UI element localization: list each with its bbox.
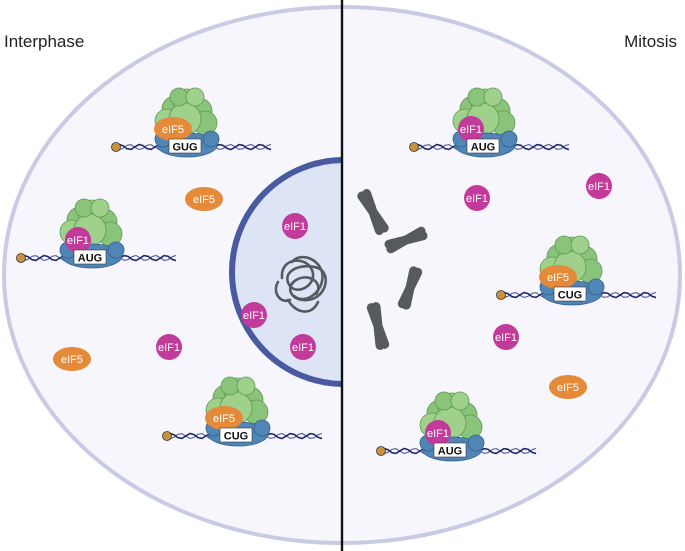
- factor-label: eIF5: [213, 413, 235, 425]
- nucleus: [229, 157, 342, 387]
- factor-label: eIF1: [67, 235, 89, 247]
- mrna-cap: [496, 290, 506, 300]
- start-codon: AUG: [433, 442, 467, 458]
- eif1-bound-factor: eIF1: [65, 227, 91, 253]
- codon-label: CUG: [224, 431, 248, 443]
- svg-text:eIF1: eIF1: [284, 221, 306, 233]
- start-codon: AUG: [73, 249, 107, 265]
- large-ribosomal-subunit: [539, 235, 603, 284]
- eif1-factor: eIF1: [156, 334, 182, 360]
- chromosome: [357, 189, 389, 235]
- svg-text:eIF1: eIF1: [243, 310, 265, 322]
- eif5-bound-factor: eIF5: [539, 265, 577, 289]
- factor-label: eIF5: [547, 272, 569, 284]
- start-codon: AUG: [466, 138, 500, 154]
- start-codon: GUG: [168, 138, 202, 154]
- codon-label: AUG: [78, 253, 102, 265]
- svg-text:eIF1: eIF1: [158, 342, 180, 354]
- mrna-cap: [16, 253, 26, 263]
- eif1-bound-factor: eIF1: [425, 420, 451, 446]
- svg-text:eIF1: eIF1: [495, 332, 517, 344]
- eif1-factor: eIF1: [282, 213, 308, 239]
- eif1-factor: eIF1: [290, 334, 316, 360]
- factor-label: eIF1: [460, 124, 482, 136]
- eif1-factor: eIF1: [586, 173, 612, 199]
- eif1-factor: eIF1: [241, 302, 267, 328]
- eif5-bound-factor: eIF5: [205, 406, 243, 430]
- chromosome: [397, 266, 423, 310]
- mrna-cap: [162, 431, 172, 441]
- eif1-factor: eIF1: [464, 185, 490, 211]
- eif5-factor: eIF5: [53, 347, 91, 371]
- codon-label: AUG: [471, 142, 495, 154]
- factor-label: eIF5: [162, 124, 184, 136]
- eif5-factor: eIF5: [185, 187, 223, 211]
- start-codon: CUG: [553, 286, 587, 302]
- free-factors: eIF5 eIF5 eIF1 eIF1 eIF1 eIF1 eIF1 eIF1 …: [53, 173, 612, 399]
- eif5-factor: eIF5: [549, 375, 587, 399]
- interphase-label: Interphase: [4, 32, 85, 51]
- codon-label: GUG: [172, 142, 197, 154]
- large-ribosomal-subunit: [419, 391, 483, 440]
- svg-text:eIF5: eIF5: [557, 382, 579, 394]
- eif1-factor: eIF1: [493, 324, 519, 350]
- mrna-cap: [111, 142, 121, 152]
- codon-label: CUG: [558, 290, 582, 302]
- mrna-cap: [409, 142, 419, 152]
- codon-label: AUG: [438, 446, 462, 458]
- chromatin: [274, 255, 328, 313]
- mitosis-label: Mitosis: [624, 32, 677, 51]
- svg-text:eIF5: eIF5: [61, 354, 83, 366]
- svg-text:eIF1: eIF1: [466, 193, 488, 205]
- svg-text:eIF5: eIF5: [193, 194, 215, 206]
- factor-label: eIF1: [427, 428, 449, 440]
- svg-text:eIF1: eIF1: [588, 181, 610, 193]
- svg-text:eIF1: eIF1: [292, 342, 314, 354]
- mrna-cap: [376, 446, 386, 456]
- eif1-bound-factor: eIF1: [458, 116, 484, 142]
- start-codon: CUG: [219, 427, 253, 443]
- chromosome: [384, 226, 428, 254]
- chromosome: [366, 302, 390, 350]
- chromosomes: [357, 189, 428, 350]
- eif5-bound-factor: eIF5: [154, 117, 192, 141]
